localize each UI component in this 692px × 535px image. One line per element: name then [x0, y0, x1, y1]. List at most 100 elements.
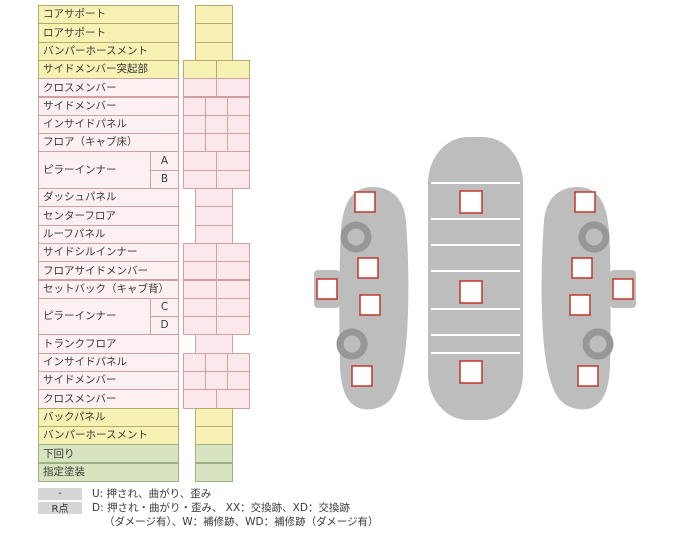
part-label: サイドメンバー突起部 [38, 59, 179, 80]
part-label: サイドメンバー [38, 96, 179, 116]
grade-cell[interactable] [183, 371, 206, 391]
wheel-mark-left [340, 221, 372, 253]
grade-cell[interactable] [205, 133, 228, 153]
grade-cell[interactable] [216, 151, 250, 171]
part-label: コアサポート [38, 5, 179, 25]
grade-cell[interactable] [183, 114, 206, 135]
inspection-marker-right-tab[interactable] [612, 278, 634, 300]
part-label: クロスメンバー [38, 78, 179, 98]
legend-text-r: D: 押され・曲がり・歪み、 XX：交換跡、XD：交換跡 [92, 502, 350, 514]
grade-cell[interactable] [216, 261, 250, 281]
grade-cell[interactable] [205, 96, 228, 116]
inspection-marker-left[interactable] [357, 257, 379, 279]
part-label: 下回り [38, 444, 179, 464]
grade-cell[interactable] [183, 297, 217, 318]
grade-cell[interactable] [216, 316, 250, 336]
grade-cell[interactable] [195, 407, 233, 427]
marker-layer [316, 190, 634, 387]
part-sublabel: D [150, 316, 179, 336]
grade-cell[interactable] [216, 279, 250, 299]
part-label: クロスメンバー [38, 389, 179, 409]
grade-cell[interactable] [227, 133, 250, 153]
inspection-marker-left[interactable] [354, 191, 376, 213]
grade-cell[interactable] [183, 151, 217, 171]
legend-key-u: - [38, 487, 82, 500]
inspection-marker-top[interactable] [459, 280, 483, 304]
inspection-marker-top[interactable] [459, 360, 483, 384]
grade-cell[interactable] [195, 23, 233, 43]
legend-row-u: - U: 押され、曲がり、歪み [38, 487, 379, 500]
grade-cell[interactable] [195, 41, 233, 61]
grade-cell[interactable] [216, 59, 250, 80]
inspection-marker-top[interactable] [459, 190, 483, 214]
grade-cell[interactable] [183, 316, 217, 336]
legend: - U: 押され、曲がり、歪み R点 D: 押され・曲がり・歪み、 XX：交換跡… [38, 487, 379, 529]
legend-row-r: R点 D: 押され・曲がり・歪み、 XX：交換跡、XD：交換跡 [38, 501, 379, 515]
grade-cell[interactable] [227, 114, 250, 135]
part-label: 指定塗装 [38, 462, 179, 482]
grade-cell[interactable] [183, 96, 206, 116]
part-label: サイドシルインナー [38, 242, 179, 263]
part-label: トランクフロア [38, 334, 179, 354]
legend-text-r-continued: （ダメージ有）、W：補修跡、WD：補修跡（ダメージ有） [104, 516, 379, 528]
grade-cell[interactable] [195, 188, 233, 208]
grade-cell[interactable] [195, 334, 233, 354]
part-label: バンパーホースメント [38, 41, 179, 61]
grade-cell[interactable] [227, 96, 250, 116]
grade-cell[interactable] [183, 242, 217, 263]
grade-cell[interactable] [216, 78, 250, 98]
part-label: ロアサポート [38, 23, 179, 43]
grade-cell[interactable] [183, 261, 217, 281]
grade-cell[interactable] [205, 352, 228, 372]
car-top-view [428, 137, 523, 420]
car-top-view-lines [431, 182, 520, 354]
inspection-marker-left[interactable] [359, 294, 381, 316]
inspection-marker-right[interactable] [574, 191, 596, 213]
part-label: バックパネル [38, 407, 179, 427]
grade-cell[interactable] [183, 352, 206, 372]
grade-cell[interactable] [183, 169, 217, 189]
car-diagram [300, 125, 692, 435]
part-label: セットバック（キャブ背） [38, 279, 179, 299]
part-label: サイドメンバー [38, 371, 179, 391]
grade-cell[interactable] [205, 371, 228, 391]
part-label: ピラーインナー [38, 151, 151, 189]
grade-cell[interactable] [183, 133, 206, 153]
inspection-marker-left-tab[interactable] [316, 278, 338, 300]
part-label: ルーフパネル [38, 224, 179, 244]
grade-cell[interactable] [216, 297, 250, 318]
wheel-mark-right [578, 221, 610, 253]
grade-cell[interactable] [195, 444, 233, 464]
grade-cell[interactable] [195, 224, 233, 244]
grade-cell[interactable] [195, 206, 233, 226]
grade-cell[interactable] [183, 389, 217, 409]
part-label: フロア（キャブ床） [38, 133, 179, 153]
wheel-mark-right [582, 328, 614, 360]
grade-cell[interactable] [227, 371, 250, 391]
part-label: インサイドパネル [38, 352, 179, 372]
grade-cell[interactable] [195, 5, 233, 25]
grade-cell[interactable] [205, 114, 228, 135]
part-label: ピラーインナー [38, 297, 151, 336]
grade-cell[interactable] [195, 462, 233, 482]
grade-cell[interactable] [183, 279, 217, 299]
part-label: バンパーホースメント [38, 425, 179, 446]
grade-cell[interactable] [227, 352, 250, 372]
legend-text-u: U: 押され、曲がり、歪み [92, 488, 212, 500]
grade-cell[interactable] [216, 389, 250, 409]
grade-cell[interactable] [216, 242, 250, 263]
part-sublabel: A [150, 151, 179, 171]
grade-cell[interactable] [183, 59, 217, 80]
grade-cell[interactable] [195, 425, 233, 446]
grade-cell[interactable] [183, 78, 217, 98]
inspection-marker-right[interactable] [569, 294, 591, 316]
legend-row-r-continued: （ダメージ有）、W：補修跡、WD：補修跡（ダメージ有） [38, 515, 379, 528]
legend-key-r: R点 [38, 501, 82, 515]
grade-cell[interactable] [216, 169, 250, 189]
part-sublabel: B [150, 169, 179, 189]
inspection-marker-left[interactable] [351, 365, 373, 387]
inspection-marker-right[interactable] [577, 365, 599, 387]
inspection-marker-right[interactable] [571, 257, 593, 279]
